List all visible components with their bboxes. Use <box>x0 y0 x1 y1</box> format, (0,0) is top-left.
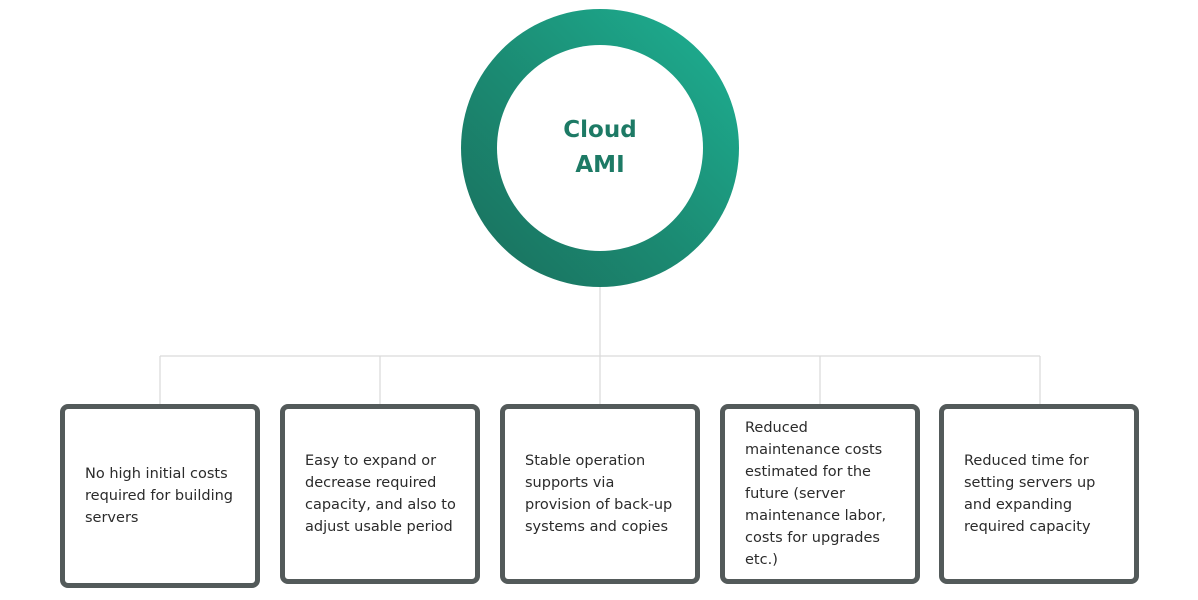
hub-title-line-1: Cloud <box>563 117 637 143</box>
hub-center: Cloud AMI <box>497 45 703 251</box>
benefit-text: Reduced time for setting servers up and … <box>964 453 1096 535</box>
benefit-text: No high initial costs required for build… <box>85 466 233 526</box>
benefit-card-maintenance: Reduced maintenance costs estimated for … <box>720 404 920 584</box>
benefit-text: Stable operation supports via provision … <box>525 453 673 535</box>
benefit-card-capacity: Easy to expand or decrease required capa… <box>280 404 480 584</box>
cloud-ami-ring: Cloud AMI <box>461 9 739 287</box>
benefit-card-setup-time: Reduced time for setting servers up and … <box>939 404 1139 584</box>
benefit-text: Easy to expand or decrease required capa… <box>305 453 456 535</box>
benefit-card-initial-costs: No high initial costs required for build… <box>60 404 260 588</box>
benefit-text: Reduced maintenance costs estimated for … <box>745 420 887 568</box>
benefit-card-stable-operation: Stable operation supports via provision … <box>500 404 700 584</box>
hub-title-line-2: AMI <box>575 152 625 178</box>
